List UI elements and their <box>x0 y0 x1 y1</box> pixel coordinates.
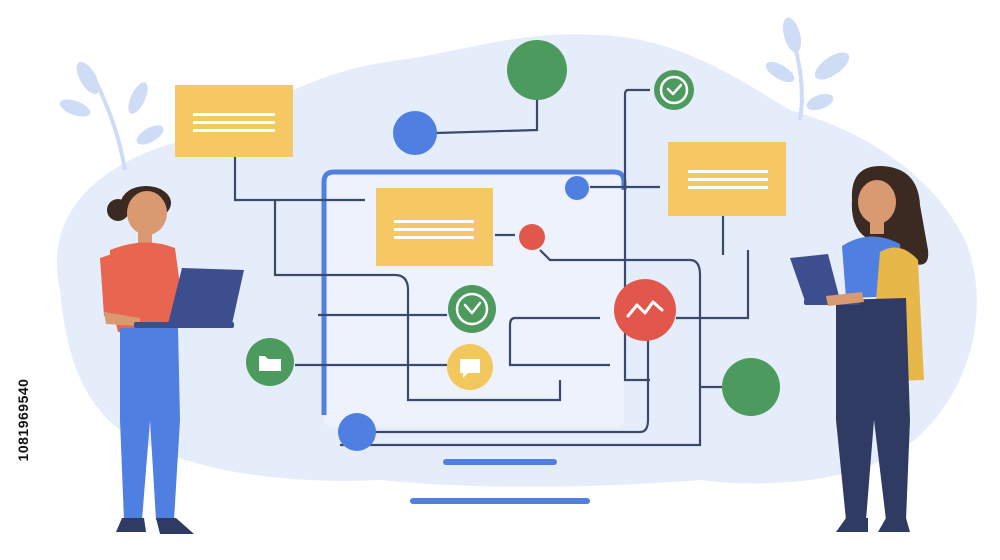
trend-line-icon-mark <box>626 300 664 318</box>
right-person-pants <box>836 298 910 520</box>
screen-stand <box>443 459 557 465</box>
check-icon-bg <box>448 285 496 333</box>
right-person-hand <box>826 292 864 306</box>
check-icon-mark <box>463 301 482 315</box>
connector-line <box>340 249 702 447</box>
trend-line-icon-bg <box>614 279 676 341</box>
stock-id-label: 1081969540 <box>10 300 36 540</box>
left-person-head <box>127 191 167 235</box>
check-icon-mark <box>666 83 683 96</box>
note-text-line <box>394 228 474 231</box>
right-plant-leaf <box>814 52 850 80</box>
note-card-top-right <box>668 142 786 216</box>
right-person-shoe <box>836 518 868 532</box>
check-icon-ring <box>659 75 689 105</box>
stock-id-text: 1081969540 <box>15 378 31 462</box>
node-blue-bottom <box>338 413 376 451</box>
connector-lines <box>233 70 750 447</box>
connector-line <box>676 250 750 320</box>
note-text-line <box>193 113 275 116</box>
connector-line <box>508 316 610 367</box>
left-person-shirt <box>110 242 182 332</box>
right-person-neck <box>870 218 884 234</box>
right-plant-leaf <box>782 17 802 53</box>
left-person-neck <box>138 230 152 246</box>
left-person <box>100 186 244 534</box>
left-plant <box>59 61 164 171</box>
folder-icon-mark <box>259 356 281 371</box>
right-person-shoe <box>878 518 910 532</box>
node-blue-left <box>393 111 437 155</box>
folder-icon <box>246 338 294 386</box>
left-person-laptop-screen <box>168 268 244 324</box>
screen-frame <box>321 169 627 415</box>
note-text-line <box>394 236 474 239</box>
connector-line <box>233 155 365 202</box>
right-plant-leaf <box>806 93 834 111</box>
note-text-line <box>688 186 768 189</box>
right-plant <box>765 17 850 121</box>
left-person-arm <box>100 252 122 316</box>
left-person-shoe <box>156 518 194 534</box>
left-plant-leaf <box>128 82 148 114</box>
right-person <box>790 165 929 532</box>
note-text-line <box>193 121 275 124</box>
left-person-pants <box>120 328 180 520</box>
connector-line <box>273 200 562 402</box>
note-card-top-left <box>175 85 293 157</box>
check-icon-ring <box>455 292 489 326</box>
connector-line <box>375 330 650 434</box>
trend-line-icon <box>614 279 676 341</box>
right-plant-leaf <box>765 61 795 83</box>
connector-line <box>623 88 650 382</box>
left-person-hand <box>104 312 140 326</box>
right-person-laptop-screen <box>790 254 840 304</box>
check-icon <box>448 285 496 333</box>
chat-icon <box>447 344 493 390</box>
note-text-line <box>394 220 474 223</box>
left-plant-stem <box>93 79 127 171</box>
node-blue-small <box>565 176 589 200</box>
left-plant-leaf <box>136 125 164 145</box>
left-plant-leaf <box>76 61 100 95</box>
check-icon <box>654 70 694 110</box>
note-card-center <box>376 188 493 266</box>
left-plant-leaf <box>59 99 91 117</box>
left-person-laptop-base <box>134 322 234 328</box>
chat-icon-mark <box>460 359 480 378</box>
node-green-top <box>507 40 567 100</box>
note-card-bg <box>376 188 493 266</box>
right-person-head <box>858 180 896 224</box>
screen-base <box>410 498 590 504</box>
note-text-line <box>193 129 275 132</box>
left-person-shoe <box>116 518 146 532</box>
note-text-line <box>688 178 768 181</box>
node-red-small <box>519 224 545 250</box>
node-green-right <box>722 358 780 416</box>
note-text-line <box>688 170 768 173</box>
